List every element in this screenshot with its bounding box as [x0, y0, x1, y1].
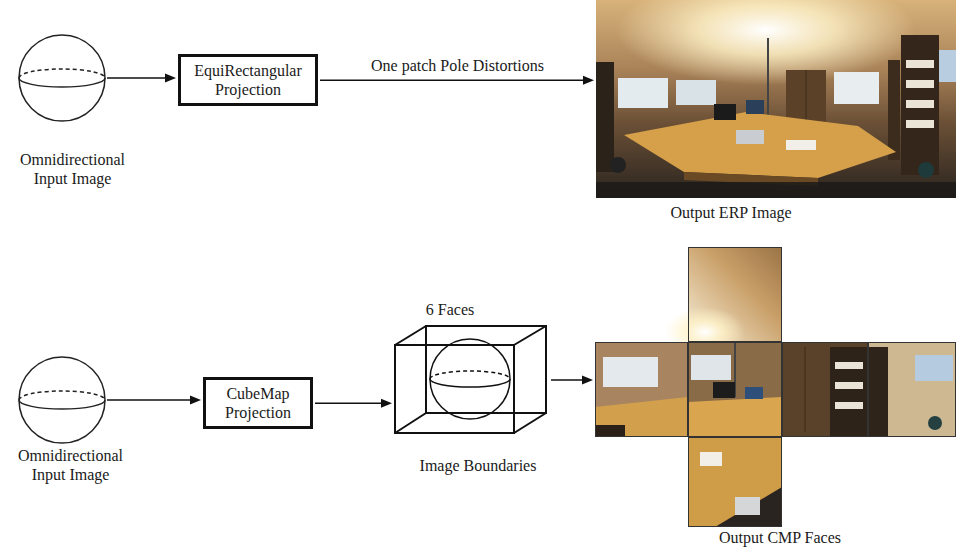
node-label: Omnidirectional Input Image	[10, 150, 135, 188]
arrow-connector	[315, 399, 392, 408]
arrow-head	[582, 376, 593, 385]
arrow-connector	[107, 396, 201, 405]
arrow-head	[165, 74, 176, 83]
cubemap-photo	[595, 247, 956, 527]
connector-line	[107, 77, 168, 79]
sphere-node: Omnidirectional Input Image	[19, 357, 105, 443]
sphere-node: Omnidirectional Input Image	[19, 35, 105, 121]
process-box: CubeMap Projection	[203, 377, 313, 429]
cube-node: 6 FacesImage Boundaries	[394, 325, 549, 435]
arrow-connector	[320, 76, 594, 85]
cube-icon	[395, 326, 546, 433]
connector-line	[107, 399, 193, 401]
node-label: Output ERP Image	[601, 203, 861, 222]
box-label: EquiRectangular Projection	[190, 61, 306, 99]
connector-line	[551, 379, 585, 381]
node-label: 6 Faces	[390, 300, 510, 319]
sphere-icon	[19, 35, 105, 121]
sphere-icon	[19, 357, 105, 443]
node-label: Output CMP Faces	[650, 528, 910, 547]
arrow-head	[583, 76, 594, 85]
box-label: CubeMap Projection	[215, 384, 301, 422]
process-box: EquiRectangular Projection	[178, 54, 318, 106]
node-label: Image Boundaries	[383, 456, 573, 475]
arrow-connector	[551, 376, 593, 385]
connector-line	[315, 402, 384, 404]
image-node: Output CMP Faces	[595, 247, 956, 527]
edge-label: One patch Pole Distortions	[368, 56, 547, 75]
node-label: Omnidirectional Input Image	[8, 446, 133, 484]
arrow-head	[381, 399, 392, 408]
arrow-head	[190, 396, 201, 405]
arrow-connector	[107, 74, 176, 83]
connector-line	[320, 79, 586, 81]
image-node: Output ERP Image	[596, 0, 956, 198]
erp-photo	[596, 0, 956, 198]
